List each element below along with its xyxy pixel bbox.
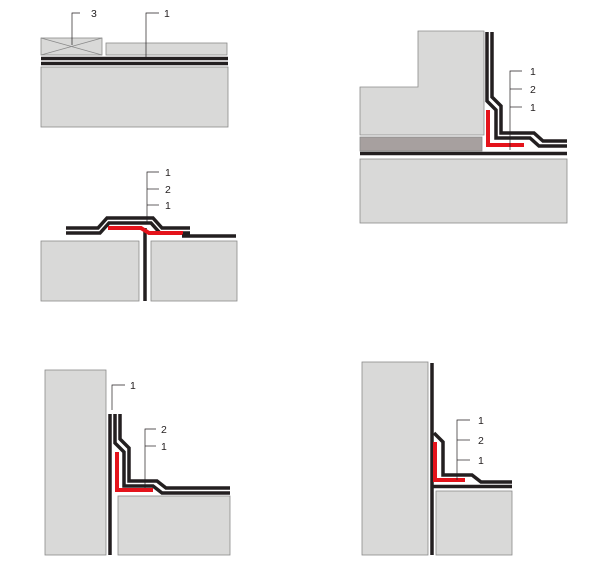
reinforcement-strip <box>486 110 524 147</box>
callout-label: 2 <box>530 84 536 96</box>
callout-label: 1 <box>165 167 171 179</box>
callout-label: 1 <box>165 200 171 212</box>
membrane-layer <box>113 414 230 495</box>
callout-leader <box>456 419 470 480</box>
reinforcement-strip <box>433 442 465 482</box>
diagram-flat-joint: 3 1 <box>40 8 229 128</box>
membrane-layer <box>485 32 567 148</box>
reinforcement-strip <box>108 226 183 235</box>
callout-leader <box>509 70 522 150</box>
callout-label: 1 <box>130 380 136 392</box>
dark-screed-layer <box>359 136 483 152</box>
substrate-block <box>150 240 238 302</box>
callout-label: 1 <box>164 8 170 20</box>
substrate-block <box>40 66 229 128</box>
diagram-expansion-joint: 1 2 1 <box>40 167 238 302</box>
callout-label: 1 <box>478 455 484 467</box>
callout-label: 2 <box>165 184 171 196</box>
insulation-cross <box>40 37 103 56</box>
callout-leader <box>145 12 159 59</box>
wall-block <box>361 361 429 556</box>
callout-leader <box>111 384 125 410</box>
callout-label: 1 <box>161 441 167 453</box>
callout-label: 2 <box>161 424 167 436</box>
callout-label: 1 <box>530 66 536 78</box>
parapet-block <box>359 30 485 136</box>
substrate-block <box>40 240 140 302</box>
callout-leader <box>146 171 159 222</box>
membrane-layer <box>118 414 230 490</box>
callout-label: 1 <box>530 102 536 114</box>
substrate-block <box>435 490 513 556</box>
diagram-wall-upstand-right: 1 2 1 <box>361 361 513 556</box>
substrate-block <box>117 495 231 556</box>
reinforcement-strip <box>115 452 153 492</box>
callout-label: 2 <box>478 435 484 447</box>
callout-label: 1 <box>478 415 484 427</box>
callout-label: 3 <box>91 8 97 20</box>
diagram-wall-upstand-left: 1 2 1 <box>44 369 231 556</box>
membrane-layer <box>66 216 190 230</box>
wall-block <box>44 369 107 556</box>
cover-board <box>105 42 228 56</box>
callout-leader <box>144 428 156 488</box>
diagram-parapet-corner: 1 2 1 <box>359 30 568 224</box>
callout-leader <box>71 12 80 45</box>
membrane-layer <box>432 431 512 484</box>
membrane-layer <box>490 32 567 143</box>
substrate-block <box>359 158 568 224</box>
